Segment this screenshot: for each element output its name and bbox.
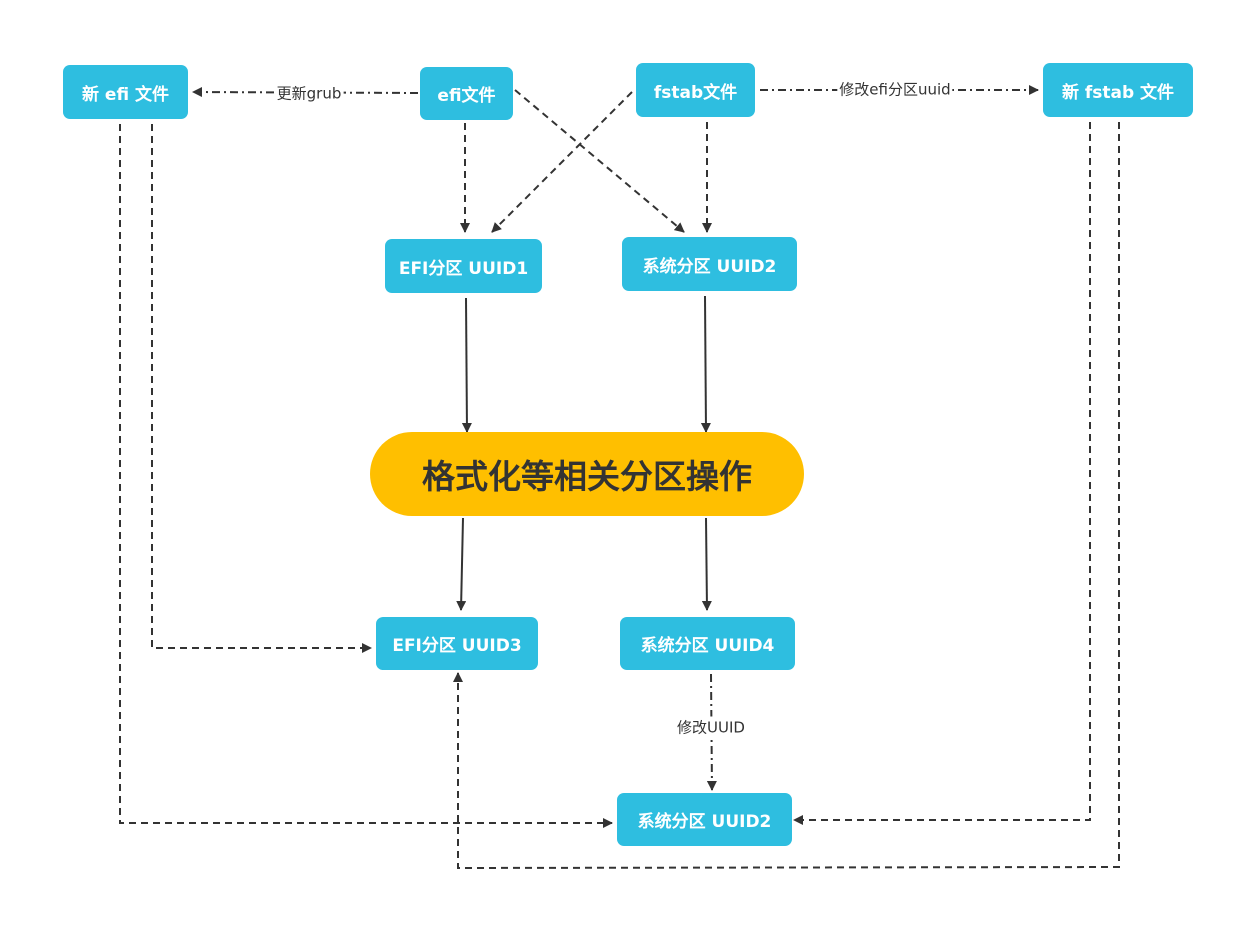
node-system-partition-uuid2-bottom: 系统分区 UUID2 (617, 793, 792, 846)
edge-uuid2-top-to-format (700, 295, 711, 433)
edge-format-to-uuid3 (456, 517, 467, 611)
node-format-operation: 格式化等相关分区操作 (370, 432, 804, 516)
edge-format-to-uuid4 (701, 517, 712, 611)
node-efi-file: efi文件 (420, 67, 513, 120)
edge-uuid1-to-format (461, 297, 472, 433)
edge-efi-file-to-uuid2-top (514, 89, 685, 233)
node-new-efi-file: 新 efi 文件 (63, 65, 188, 119)
node-system-partition-uuid2-top: 系统分区 UUID2 (622, 237, 797, 291)
edge-new-efi-to-uuid3 (151, 124, 372, 653)
edge-label-modify-efi-uuid: 修改efi分区uuid (837, 78, 953, 100)
node-system-partition-uuid4: 系统分区 UUID4 (620, 617, 795, 670)
edge-label-modify-uuid: 修改UUID (675, 716, 747, 738)
node-efi-partition-uuid3: EFI分区 UUID3 (376, 617, 538, 670)
edge-label-update-grub: 更新grub (274, 82, 344, 104)
edge-new-efi-to-uuid2-bottom (119, 124, 613, 828)
node-new-fstab-file: 新 fstab 文件 (1043, 63, 1193, 117)
edge-fstab-to-uuid1 (491, 91, 633, 233)
node-efi-partition-uuid1: EFI分区 UUID1 (385, 239, 542, 293)
edge-new-fstab-to-uuid2-bottom (793, 122, 1091, 825)
edge-new-fstab-to-uuid3 (453, 122, 1120, 870)
node-fstab-file: fstab文件 (636, 63, 755, 117)
